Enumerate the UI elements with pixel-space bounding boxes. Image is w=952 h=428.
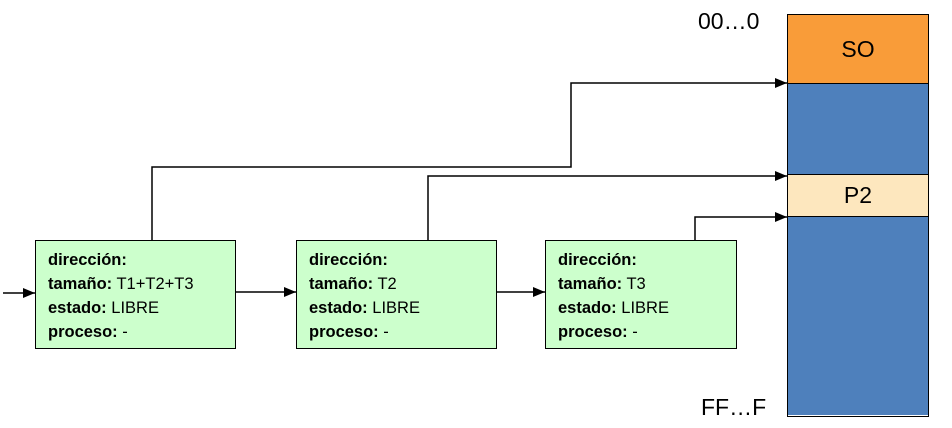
field-value: -	[383, 323, 389, 341]
field-tamano: tamaño: T1+T2+T3	[48, 272, 223, 296]
field-label: proceso:	[48, 323, 118, 341]
field-label: dirección:	[558, 251, 637, 269]
field-value: LIBRE	[111, 299, 159, 317]
field-value: T3	[626, 275, 646, 293]
field-label: dirección:	[48, 251, 127, 269]
memory-segment-so: SO	[788, 15, 928, 84]
free-block-node-1: dirección: tamaño: T1+T2+T3 estado: LIBR…	[35, 240, 236, 349]
field-direccion: dirección:	[48, 248, 223, 272]
free-block-node-3: dirección: tamaño: T3 estado: LIBRE proc…	[545, 240, 737, 349]
field-value: T2	[377, 275, 397, 293]
field-label: tamaño:	[309, 275, 374, 293]
field-proceso: proceso: -	[48, 320, 223, 344]
memory-map-column: SO P2	[787, 14, 929, 417]
field-label: proceso:	[558, 323, 628, 341]
field-tamano: tamaño: T3	[558, 272, 724, 296]
memory-segment-free-upper	[788, 84, 928, 175]
field-value: LIBRE	[621, 299, 669, 317]
node1-address-pointer-arrow	[151, 78, 787, 240]
field-proceso: proceso: -	[558, 320, 724, 344]
field-value: T1+T2+T3	[116, 275, 194, 293]
field-label: tamaño:	[48, 275, 113, 293]
field-estado: estado: LIBRE	[558, 296, 724, 320]
bottom-address-label: FF…F	[701, 394, 767, 420]
memory-segment-p2: P2	[788, 175, 928, 217]
field-estado: estado: LIBRE	[48, 296, 223, 320]
memory-segment-free-lower	[788, 217, 928, 415]
field-label: estado:	[48, 299, 107, 317]
field-estado: estado: LIBRE	[309, 296, 484, 320]
field-tamano: tamaño: T2	[309, 272, 484, 296]
field-label: proceso:	[309, 323, 379, 341]
field-proceso: proceso: -	[309, 320, 484, 344]
segment-label-so: SO	[841, 35, 875, 62]
field-value: -	[632, 323, 638, 341]
field-value: -	[122, 323, 128, 341]
free-block-node-2: dirección: tamaño: T2 estado: LIBRE proc…	[296, 240, 497, 349]
field-label: estado:	[309, 299, 368, 317]
segment-label-p2: P2	[843, 182, 873, 208]
field-direccion: dirección:	[309, 248, 484, 272]
top-address-label: 00…0	[698, 8, 760, 34]
field-label: dirección:	[309, 251, 388, 269]
field-label: tamaño:	[558, 275, 623, 293]
field-label: estado:	[558, 299, 617, 317]
field-value: LIBRE	[372, 299, 420, 317]
field-direccion: dirección:	[558, 248, 724, 272]
